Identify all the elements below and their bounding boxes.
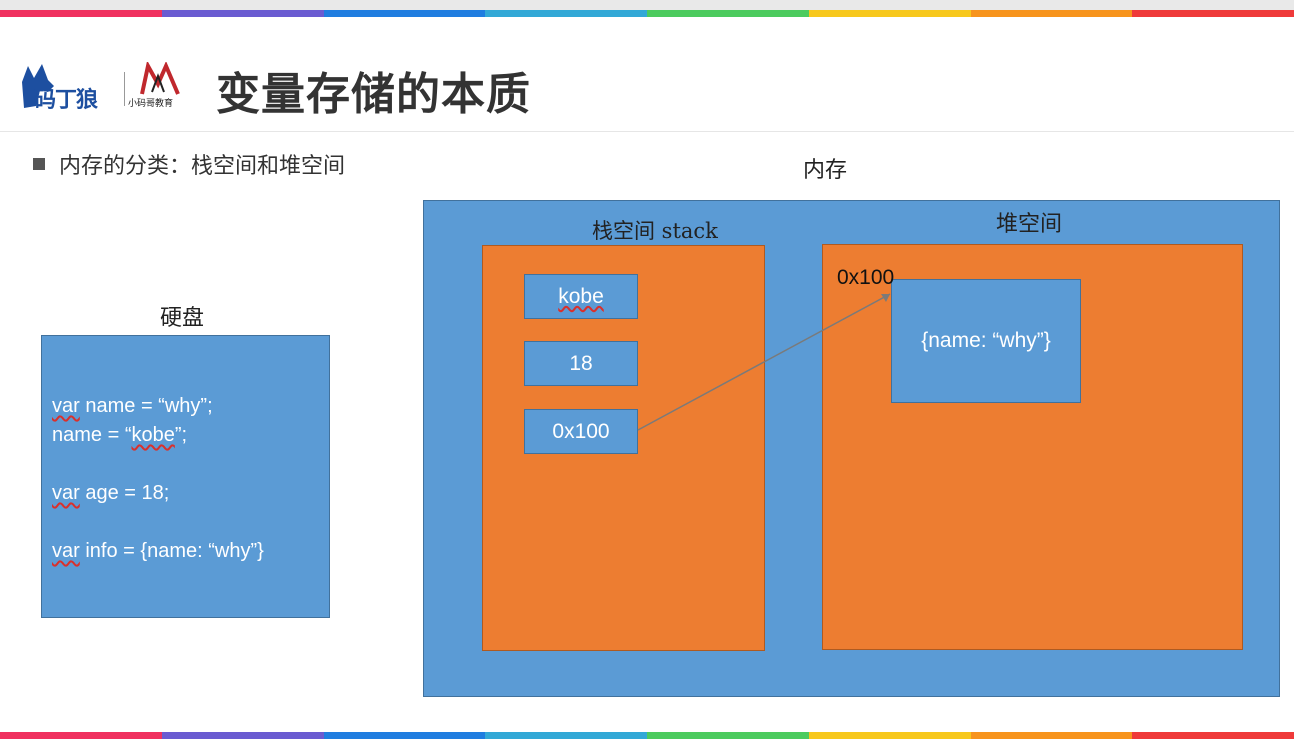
stack-cell-value: 0x100 [552,419,610,443]
stripe-segment [647,732,809,739]
code-text: age = 18; [79,482,170,504]
stripe-segment [647,10,809,17]
top-color-stripe [0,10,1294,17]
code-line: name = “kobe”; [52,421,264,450]
stripe-segment [323,732,486,739]
logo-sub-text: 小码哥教育 [128,99,174,109]
disk-code-block: var name = “why”; name = “kobe”; var age =… [52,392,264,566]
stripe-segment [485,10,647,17]
code-keyword: var [52,482,80,504]
stripe-segment [485,732,647,739]
code-keyword: var [52,395,80,417]
stripe-segment [808,732,971,739]
m-logo-icon [140,62,180,95]
header-divider [0,131,1294,132]
bullet-text: 内存的分类：栈空间和堆空间 [59,154,346,179]
code-line: var info = {name: “why”} [52,537,264,566]
code-text: name = “why”; [79,395,213,417]
code-string: kobe [131,424,175,446]
heap-label: 堆空间 [996,212,1063,237]
bullet-square-icon [33,158,45,170]
code-line [52,508,264,537]
logo-divider [124,72,125,106]
stripe-segment [970,732,1133,739]
bullet-point: 内存的分类：栈空间和堆空间 [33,148,345,180]
stripe-segment [0,732,162,739]
bottom-color-stripe [0,732,1294,739]
code-line [52,450,264,479]
logo-brand-text: 码丁狼 [34,88,98,113]
wolf-icon [22,64,54,108]
disk-box: var name = “why”; name = “kobe”; var age =… [41,335,330,618]
disk-label: 硬盘 [160,306,205,331]
memory-label: 内存 [803,158,848,183]
code-line: var name = “why”; [52,392,264,421]
stack-label-text: 栈空间 stack [592,219,718,243]
stripe-segment [970,10,1133,17]
heap-object: {name: “why”} [891,279,1081,403]
stack-cell: 0x100 [524,409,638,454]
page-title: 变量存储的本质 [216,69,531,120]
top-bar [0,0,1294,10]
code-text: info = {name: “why”} [79,540,264,562]
stripe-segment [323,10,486,17]
stripe-segment [1132,732,1294,739]
stripe-segment [0,10,162,17]
stripe-segment [161,732,324,739]
code-line: var age = 18; [52,479,264,508]
stripe-segment [808,10,971,17]
code-text: name = “kobe”; [52,424,188,446]
code-keyword: var [52,540,80,562]
heap-object-text: {name: “why”} [921,329,1051,352]
brand-logo: 码丁狼 小码哥教育 [18,60,198,113]
stack-cell: kobe [524,274,638,319]
stack-label: 栈空间 stack [592,215,718,245]
heap-address: 0x100 [837,266,895,289]
stack-cell-value: 18 [569,351,593,375]
stripe-segment [1132,10,1294,17]
stack-cell: 18 [524,341,638,386]
stripe-segment [161,10,324,17]
stack-cell-value: kobe [558,284,604,308]
